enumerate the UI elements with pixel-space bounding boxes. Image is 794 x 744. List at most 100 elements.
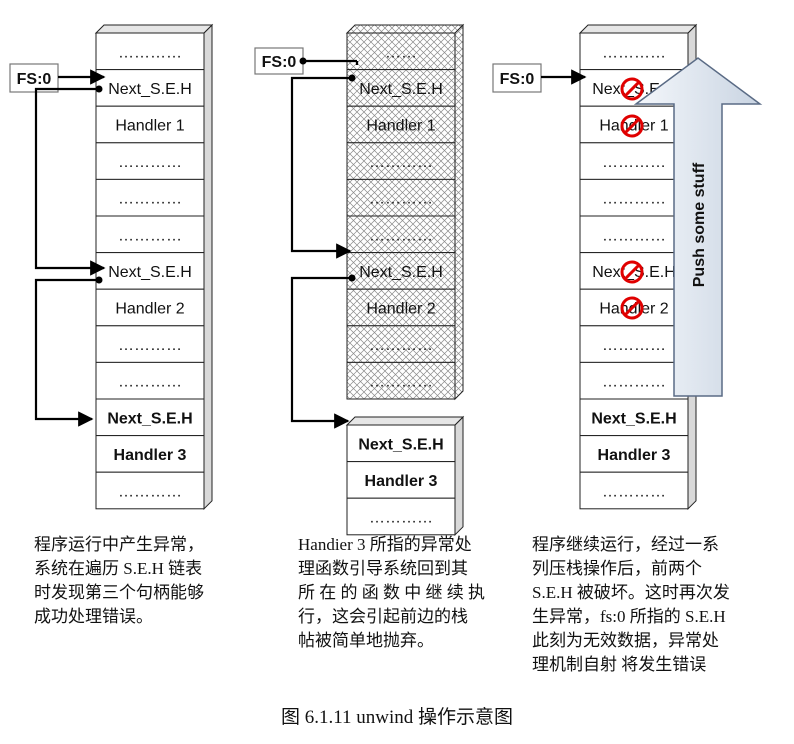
fs-dot-2 — [299, 57, 307, 65]
fs-label-2: FS:0 — [262, 54, 297, 71]
stack-cell — [95, 178, 205, 217]
fs-box-3 — [492, 63, 542, 93]
caption-line: 帖被简单地抛弃。 — [298, 631, 434, 650]
stack-cell — [346, 325, 456, 363]
stack-cell-label: Next_S.E.H — [108, 264, 192, 281]
prohibit-icon — [620, 77, 644, 101]
stack-cell — [95, 105, 205, 144]
stack-top-face — [345, 24, 465, 34]
stack-cell-label: Next_S.E.H — [107, 410, 192, 427]
link-dot-2a — [348, 74, 356, 82]
seh-link-1-2 — [34, 87, 106, 276]
link-dot-2b — [348, 274, 356, 282]
stack-column-1: ………… Next_S.E.H Handler 1 ………… ………… ………… Next_… — [94, 23, 214, 511]
stack-cell-label: Next_S.E.H — [592, 264, 676, 281]
stack-cell-label: Handler 2 — [366, 301, 435, 318]
stack-cell-label: ………… — [602, 484, 666, 501]
stack-cell — [579, 361, 689, 400]
caption-column-3: 程序继续运行，经过一系列压栈操作后，前两个 S.E.H 被破坏。这时再次发生异常，… — [532, 533, 764, 677]
stack-cell-label: Handler 1 — [115, 118, 184, 135]
stack-cell — [579, 398, 689, 437]
column-1-links — [9, 63, 106, 427]
link-dot-1b — [95, 276, 103, 284]
seh-link-2-2-3 — [290, 276, 352, 429]
prohibit-slash — [623, 117, 641, 135]
stack-top-face — [345, 416, 465, 426]
caption-line: 生异常，fs:0 所指的 S.E.H — [532, 607, 726, 626]
corruption-marks — [620, 77, 644, 320]
caption-line: 列压栈操作后，前两个 — [532, 559, 702, 578]
stack-cell — [346, 461, 456, 499]
caption-column-2: Handier 3 所指的异常处理函数引导系统回到其所 在 的 函 数 中 继 … — [298, 533, 512, 653]
caption-line: 程序继续运行，经过一系 — [532, 535, 719, 554]
stack-cell-label: Next_S.E.H — [591, 410, 676, 427]
prohibit-slash — [623, 299, 641, 317]
stack-cell-label: Handler 2 — [599, 301, 668, 318]
fs-label-3: FS:0 — [500, 71, 535, 88]
push-arrow: Push some stuff — [633, 57, 763, 397]
stack-cell — [95, 288, 205, 327]
stack-cell — [579, 471, 689, 510]
stack-cell-label: ………… — [602, 374, 666, 391]
stack-side-face — [454, 415, 464, 537]
fs-label-1: FS:0 — [17, 71, 52, 88]
caption-line: 理机制自射 将发生错误 — [532, 655, 707, 674]
stack-cell-label: ………… — [118, 154, 182, 171]
stack-cell-label: ………… — [369, 154, 433, 171]
link-dot-1a — [95, 85, 103, 93]
push-arrow-label: Push some stuff — [691, 162, 708, 287]
stack-cell-label: ………… — [118, 374, 182, 391]
caption-line: 所 在 的 函 数 中 继 续 执 — [298, 583, 485, 602]
prohibit-slash — [623, 263, 641, 281]
caption-line: 时发现第三个句柄能够 — [34, 583, 204, 602]
stack-cell-label: Handler 2 — [115, 301, 184, 318]
caption-line: S.E.H 被破坏。这时再次发 — [532, 583, 730, 602]
caption-column-1: 程序运行中产生异常， 系统在遍历 S.E.H 链表时发现第三个句柄能够成功处理错误… — [34, 533, 254, 629]
stack-cell-label: ………… — [369, 510, 433, 527]
stack-cell — [346, 142, 456, 180]
stack-cell — [95, 32, 205, 71]
stack-cell — [346, 497, 456, 536]
stack-cell-label: Handler 1 — [366, 118, 435, 135]
stack-cell-label: Next_S.E.H — [358, 436, 443, 453]
stack-cell-label: Handler 3 — [114, 447, 187, 464]
stack-cell-label: ………… — [369, 191, 433, 208]
stack-cell-label: ………… — [602, 191, 666, 208]
stack-cell — [95, 471, 205, 510]
caption-line: 此刻为无效数据，异常处 — [532, 631, 719, 650]
stack-cell-label: ………… — [369, 337, 433, 354]
stack-top-face — [578, 24, 698, 34]
caption-line: 成功处理错误。 — [34, 607, 153, 626]
stack-column-2: …… Next_S.E.H Handler 1 ………… ………… ………… Next_S.… — [345, 23, 465, 537]
stack-cell-label: ………… — [602, 44, 666, 61]
seh-link-2-3 — [34, 278, 99, 427]
push-arrow-shape — [633, 57, 763, 397]
stack-cell-label: ………… — [118, 227, 182, 244]
stack-cell-label: Next_S.E.H — [108, 81, 192, 98]
caption-line: 行，这会引起前边的栈 — [298, 607, 468, 626]
column-2-links — [254, 47, 359, 429]
fs-box-2 — [254, 47, 304, 75]
stack-cell — [346, 288, 456, 327]
stack-cell-label: ………… — [369, 374, 433, 391]
prohibit-icon — [620, 260, 644, 284]
prohibit-slash — [623, 80, 641, 98]
stack-cell-label: ………… — [602, 337, 666, 354]
caption-line: 程序运行中产生异常， — [34, 535, 204, 554]
stack-cell-label: Handler 3 — [598, 447, 671, 464]
column-3-links — [492, 63, 587, 93]
caption-line: 系统在遍历 S.E.H 链表 — [34, 559, 203, 578]
unwind-diagram: ………… Next_S.E.H Handler 1 ………… ………… ………… Next_… — [9, 23, 763, 537]
stack-cell-label: ………… — [118, 191, 182, 208]
stack-cell-label: ………… — [118, 44, 182, 61]
caption-line: Handier 3 所指的异常处 — [298, 535, 472, 554]
stack-cell-label: …… — [385, 44, 417, 61]
stack-cell — [95, 252, 205, 290]
stack-cell-label: Handler 3 — [365, 473, 438, 490]
stack-cell — [346, 105, 456, 144]
stack-cell-label: ………… — [118, 337, 182, 354]
stack-cell-label: Next_S.E.H — [359, 264, 443, 281]
stack-top-face — [94, 24, 214, 34]
fs-box-1 — [9, 63, 59, 93]
stack-side-face — [203, 23, 213, 511]
